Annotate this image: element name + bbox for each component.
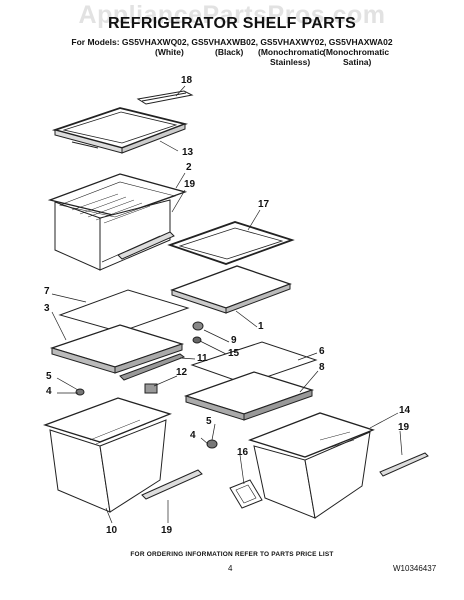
cover-plate-part xyxy=(229,479,263,509)
callout-5-left: 5 xyxy=(46,371,52,382)
drawer-handle-right-part xyxy=(379,452,429,477)
shelf-clip-part xyxy=(144,383,158,394)
color-mono-stainless: (Monochromatic xyxy=(258,47,325,57)
drawer-handle-lower-left-part xyxy=(141,469,203,500)
color-mono-satina-2: Satina) xyxy=(343,57,372,67)
callout-16: 16 xyxy=(237,447,249,458)
callout-10: 10 xyxy=(106,525,118,536)
callout-13: 13 xyxy=(182,147,194,158)
page-number: 4 xyxy=(228,564,233,573)
models-line: For Models: GS5VHAXWQ02, GS5VHAXWB02, GS… xyxy=(71,37,393,47)
callout-7: 7 xyxy=(44,286,50,297)
document-number: W10346437 xyxy=(393,564,437,573)
shelf-frame-left-part xyxy=(49,324,185,374)
callout-19-right: 19 xyxy=(398,422,410,433)
callout-15: 15 xyxy=(228,348,240,359)
glass-panel-left-part xyxy=(58,289,190,333)
fastener-left-part xyxy=(75,388,85,396)
drawer-handle-upper-part xyxy=(117,231,175,260)
callout-19: 19 xyxy=(184,179,196,190)
callout-3: 3 xyxy=(44,303,50,314)
callout-11: 11 xyxy=(197,353,208,364)
crisper-bin-right-part xyxy=(248,412,375,519)
shelf-rear-trim-part xyxy=(136,90,194,105)
callout-6: 6 xyxy=(319,346,325,357)
callout-17: 17 xyxy=(258,199,270,210)
callout-2: 2 xyxy=(186,162,192,173)
glass-shelf-right-part xyxy=(167,221,295,265)
callout-1: 1 xyxy=(258,321,264,332)
glass-shelf-top-part xyxy=(51,107,189,154)
shelf-frame-right-part xyxy=(170,265,292,314)
shelf-screw-part xyxy=(192,321,204,344)
shelf-frame-right-lower-part xyxy=(183,371,315,421)
callout-18: 18 xyxy=(181,75,193,86)
callout-19-bottom: 19 xyxy=(161,525,173,536)
callout-14: 14 xyxy=(399,405,411,416)
color-mono-stainless-2: Stainless) xyxy=(270,57,311,67)
color-black: (Black) xyxy=(215,47,244,57)
shelf-bracket-part xyxy=(119,353,186,381)
color-mono-satina: (Monochromatic xyxy=(323,47,390,57)
watermark: AppliancePartsPros.com xyxy=(78,1,386,29)
fastener-right-part xyxy=(206,439,218,449)
callout-4-left: 4 xyxy=(46,386,52,397)
page-title: REFRIGERATOR SHELF PARTS xyxy=(107,15,357,32)
callout-4-right: 4 xyxy=(190,430,196,441)
crisper-bin-left-part xyxy=(42,397,172,513)
callout-8: 8 xyxy=(319,362,325,373)
color-white: (White) xyxy=(155,47,184,57)
ordering-info-footer: FOR ORDERING INFORMATION REFER TO PARTS … xyxy=(130,551,334,558)
crisper-drawer-upper-part xyxy=(47,173,188,271)
callout-9: 9 xyxy=(231,335,237,346)
callout-12: 12 xyxy=(176,367,188,378)
leader-lines xyxy=(51,85,403,524)
glass-panel-right-part xyxy=(190,341,318,385)
callout-5-right: 5 xyxy=(206,416,212,427)
